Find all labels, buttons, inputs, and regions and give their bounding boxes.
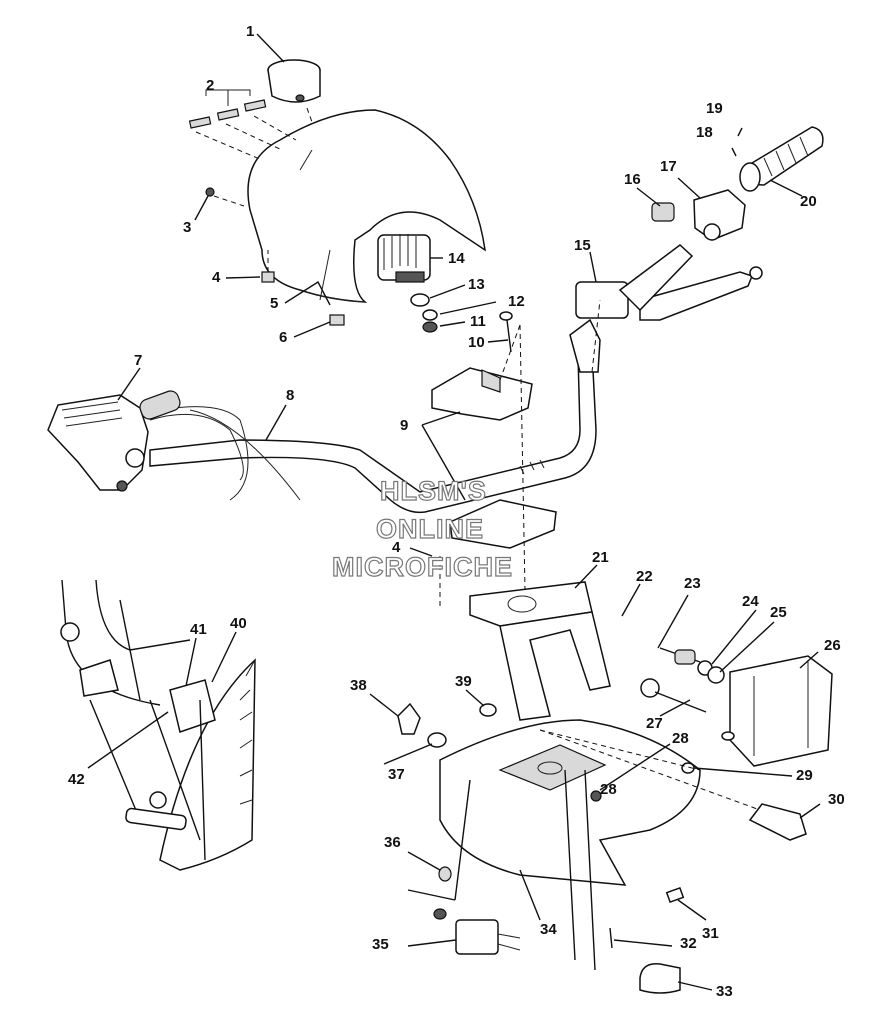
callout-15[interactable]: 15 xyxy=(574,237,591,254)
fasteners-small xyxy=(205,187,513,353)
callout-25[interactable]: 25 xyxy=(770,604,787,621)
part-14-switch-connector[interactable] xyxy=(377,234,431,283)
part-21-mounting-bracket[interactable] xyxy=(469,581,611,721)
callout-16[interactable]: 16 xyxy=(624,171,641,188)
part-2-indicator-lenses[interactable] xyxy=(188,89,267,129)
callout-21[interactable]: 21 xyxy=(592,549,609,566)
part-36-39-grommets[interactable] xyxy=(397,702,497,882)
callout-8[interactable]: 8 xyxy=(286,387,295,404)
watermark-line-3: MICROFICHE xyxy=(331,552,513,582)
callout-37[interactable]: 37 xyxy=(388,766,405,783)
part-35-switch[interactable] xyxy=(433,908,521,955)
part-23-27-bulb-socket[interactable] xyxy=(640,647,725,713)
part-17-throttle-housing[interactable] xyxy=(651,189,746,241)
callout-10[interactable]: 10 xyxy=(468,334,485,351)
callout-1[interactable]: 1 xyxy=(246,23,255,40)
callout-14[interactable]: 14 xyxy=(448,250,465,267)
callout-13[interactable]: 13 xyxy=(468,276,485,293)
callout-4-lower[interactable]: 4 xyxy=(392,539,401,556)
leader-lines xyxy=(87,33,821,991)
callout-33[interactable]: 33 xyxy=(716,983,733,1000)
callout-26[interactable]: 26 xyxy=(824,637,841,654)
callout-23[interactable]: 23 xyxy=(684,575,701,592)
callout-17[interactable]: 17 xyxy=(660,158,677,175)
callout-40[interactable]: 40 xyxy=(230,615,247,632)
callout-28-lower[interactable]: 28 xyxy=(600,781,617,798)
callout-34[interactable]: 34 xyxy=(540,921,557,938)
callout-3[interactable]: 3 xyxy=(183,219,192,236)
part-26-headlight[interactable] xyxy=(721,655,833,767)
callout-6[interactable]: 6 xyxy=(279,329,288,346)
callout-19[interactable]: 19 xyxy=(706,100,723,117)
callout-41[interactable]: 41 xyxy=(190,621,207,638)
callout-38[interactable]: 38 xyxy=(350,677,367,694)
callout-2[interactable]: 2 xyxy=(206,77,215,94)
callout-9[interactable]: 9 xyxy=(400,417,409,434)
part-9-bar-clamps[interactable] xyxy=(431,367,557,549)
part-5-headlight-cowl[interactable] xyxy=(247,109,486,303)
callout-27[interactable]: 27 xyxy=(646,715,663,732)
callout-11[interactable]: 11 xyxy=(470,313,486,330)
callout-36[interactable]: 36 xyxy=(384,834,401,851)
callout-5[interactable]: 5 xyxy=(270,295,279,312)
callout-18[interactable]: 18 xyxy=(696,124,713,141)
part-33-clamp[interactable] xyxy=(639,963,681,994)
watermark-line-1: HLSM'S xyxy=(379,476,487,506)
callout-12[interactable]: 12 xyxy=(508,293,525,310)
part-29-30-ring-bracket[interactable] xyxy=(590,762,807,841)
callout-20[interactable]: 20 xyxy=(800,193,817,210)
callout-35[interactable]: 35 xyxy=(372,936,389,953)
callout-42[interactable]: 42 xyxy=(68,771,85,788)
watermark-line-2: ONLINE xyxy=(375,514,485,544)
callout-29[interactable]: 29 xyxy=(796,767,813,784)
part-20-grip[interactable] xyxy=(739,126,824,192)
part-1-gauge[interactable] xyxy=(267,59,321,103)
callout-32[interactable]: 32 xyxy=(680,935,697,952)
callout-24[interactable]: 24 xyxy=(742,593,759,610)
brake-caliper-inset xyxy=(60,579,256,871)
part-8-handlebar[interactable] xyxy=(149,348,597,514)
part-15-brake-master-cylinder[interactable] xyxy=(569,244,763,373)
callout-4[interactable]: 4 xyxy=(212,269,221,286)
part-31-32-fasteners xyxy=(609,886,685,949)
callout-22[interactable]: 22 xyxy=(636,568,653,585)
part-7-left-control-housing[interactable] xyxy=(47,389,182,492)
callout-39[interactable]: 39 xyxy=(455,673,472,690)
callout-31[interactable]: 31 xyxy=(702,925,719,942)
callout-28[interactable]: 28 xyxy=(672,730,689,747)
callout-30[interactable]: 30 xyxy=(828,791,845,808)
callout-7[interactable]: 7 xyxy=(134,352,143,369)
